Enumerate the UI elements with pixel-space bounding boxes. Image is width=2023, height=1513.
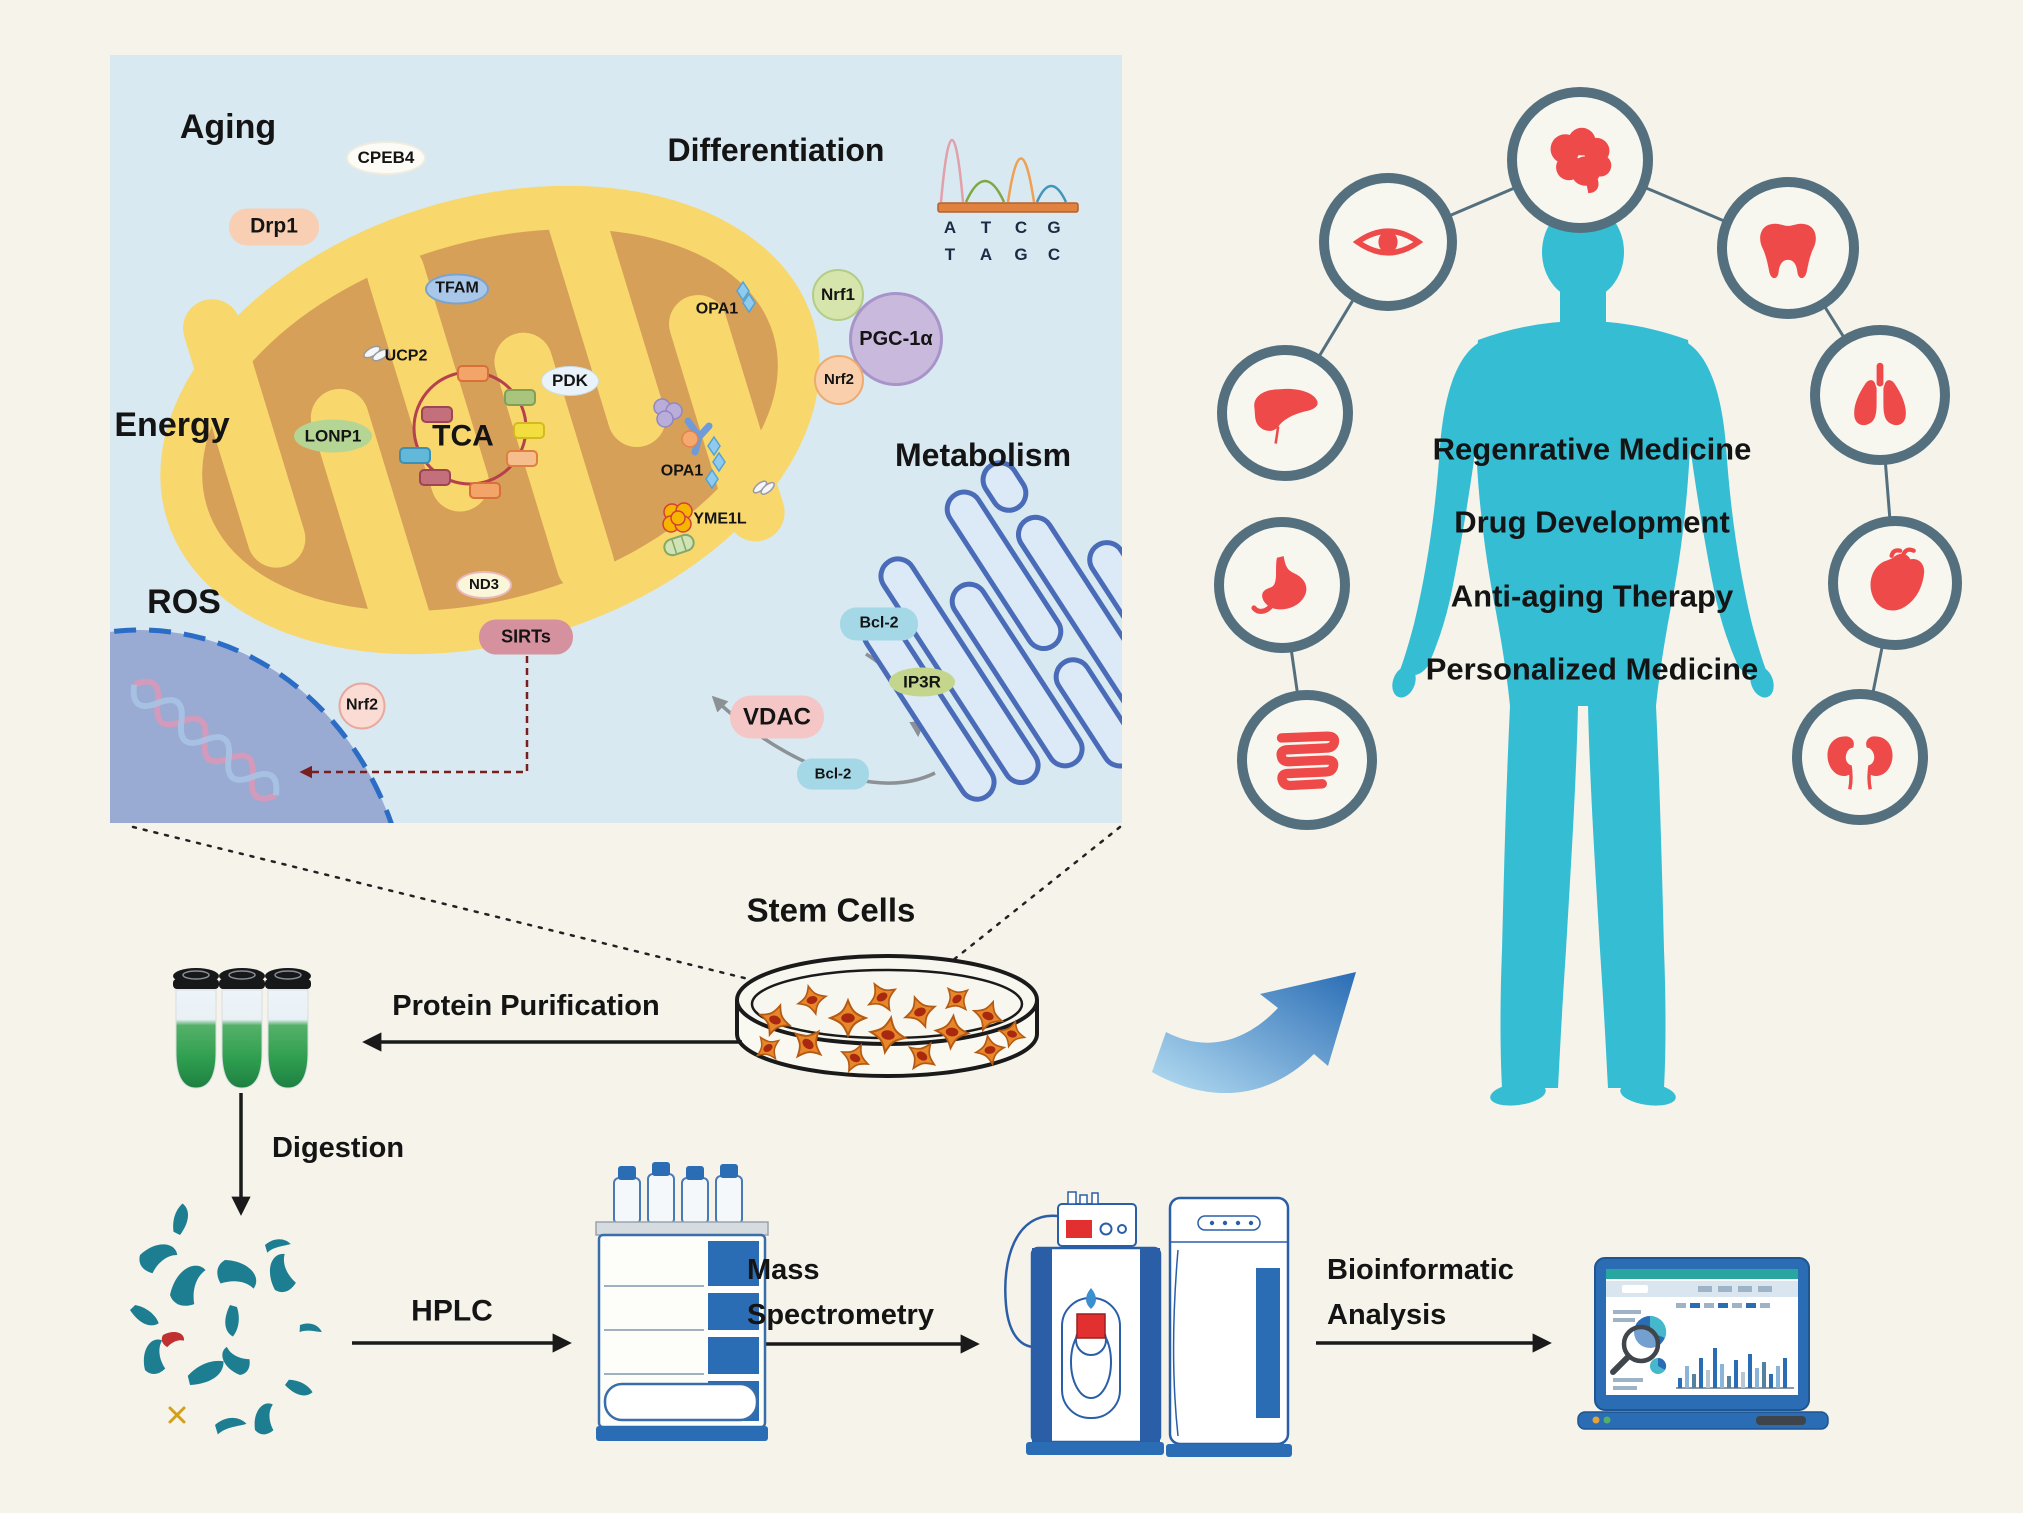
- mitochondrion: [160, 185, 820, 655]
- dna-helix-icon: [130, 678, 280, 802]
- brain-icon: [1550, 127, 1612, 194]
- energy-label: Energy: [114, 406, 230, 445]
- bioinformatic-analysis-label-line1: Bioinformatic: [1327, 1253, 1514, 1286]
- bcl2-er-badge: Bcl-2: [797, 758, 869, 790]
- bcl2-mam-badge: Bcl-2: [840, 607, 918, 641]
- nrf2-nucleus-badge: Nrf2: [338, 682, 386, 730]
- application-regenerative-medicine: Regenrative Medicine: [1432, 431, 1752, 467]
- analysis-laptop: [1577, 1257, 1829, 1430]
- ip3r-badge: IP3R: [889, 667, 955, 697]
- hplc-label: HPLC: [411, 1294, 493, 1328]
- ucp2-channel-icon: [363, 345, 390, 362]
- kidneys-icon: [1827, 736, 1893, 790]
- sequencing-chromatogram: [937, 138, 1079, 213]
- opa1-outer-label: OPA1: [695, 300, 739, 318]
- lungs-icon: [1854, 362, 1906, 426]
- protease-barrel-icon: [663, 533, 695, 557]
- yme1l-complex-icon: [662, 502, 693, 533]
- sirts-to-dna-arrow: [299, 656, 529, 779]
- lonp1-badge: LONP1: [294, 419, 372, 453]
- application-drug-development: Drug Development: [1454, 504, 1730, 540]
- tfam-badge: TFAM: [425, 273, 489, 305]
- bar-chart-icon: [1676, 1348, 1794, 1389]
- seq-base-t2: T: [944, 245, 956, 265]
- vdac-badge: VDAC: [730, 695, 824, 739]
- nucleus: [110, 627, 394, 823]
- mass-spectrometer: [1004, 1191, 1292, 1457]
- seq-base-a2: A: [979, 245, 993, 265]
- seq-base-c1: C: [1014, 218, 1028, 238]
- zoom-callout-lines: [131, 825, 1122, 1014]
- membrane-channel-icon: [752, 480, 775, 495]
- seq-base-g2: G: [1014, 245, 1028, 265]
- intestine-icon: [1276, 731, 1340, 791]
- aging-label: Aging: [179, 108, 277, 147]
- organ-circle-kidneys: [1792, 689, 1928, 825]
- pgc1a-badge: PGC-1α: [849, 292, 943, 386]
- mass-spectrometry-label-line1: Mass: [747, 1253, 820, 1286]
- workflow-to-application-arrow: [1152, 972, 1356, 1094]
- metabolism-label: Metabolism: [894, 437, 1072, 474]
- sample-tubes: [173, 968, 311, 1089]
- tooth-icon: [1760, 223, 1816, 279]
- seq-base-t1: T: [980, 218, 992, 238]
- yme1l-label: YME1L: [693, 510, 747, 528]
- mass-spectrometry-label-line2: Spectrometry: [747, 1298, 934, 1331]
- protein-purification-label: Protein Purification: [392, 989, 660, 1022]
- heart-icon: [1870, 547, 1925, 611]
- bioinformatic-analysis-label-line2: Analysis: [1327, 1298, 1447, 1331]
- seq-base-a1: A: [943, 218, 957, 238]
- drp1-badge: Drp1: [229, 208, 319, 246]
- seq-base-g1: G: [1047, 218, 1061, 238]
- cpeb4-badge: CPEB4: [346, 141, 426, 175]
- seq-base-c2: C: [1047, 245, 1061, 265]
- tca-cycle: [399, 365, 545, 499]
- opa1-diamonds-icon: [705, 280, 756, 490]
- pdk-badge: PDK: [541, 366, 599, 396]
- stomach-icon: [1251, 556, 1307, 614]
- nrf2-pgc-badge: Nrf2: [814, 355, 864, 405]
- differentiation-label: Differentiation: [667, 132, 885, 169]
- hplc-machine: [595, 1162, 769, 1441]
- application-personalized-medicine: Personalized Medicine: [1425, 651, 1759, 687]
- petri-dish: [735, 954, 1039, 1078]
- nd3-badge: ND3: [456, 571, 512, 599]
- digestion-label: Digestion: [271, 1131, 405, 1164]
- ucp2-label: UCP2: [384, 347, 428, 365]
- sirts-badge: SIRTs: [479, 619, 573, 655]
- peptide-fragments: [130, 1203, 322, 1435]
- tca-label: TCA: [432, 419, 494, 453]
- stem-cell-icons: [755, 981, 1027, 1074]
- magnifier-icon: [1621, 1324, 1661, 1364]
- stem-cells-label: Stem Cells: [746, 891, 916, 929]
- endoplasmic-reticulum: [861, 460, 1122, 802]
- ligand-icon: [681, 430, 699, 448]
- organ-icons: [1214, 87, 1962, 830]
- liver-icon: [1254, 388, 1318, 444]
- application-anti-aging-therapy: Anti-aging Therapy: [1450, 578, 1734, 614]
- opa1-inner-label: OPA1: [660, 462, 704, 480]
- mitochondrion-cristae: [183, 188, 785, 650]
- protein-cluster-icon: [653, 398, 683, 428]
- eye-icon: [1352, 228, 1424, 256]
- ros-label: ROS: [147, 583, 221, 622]
- organ-circle-lungs: [1810, 325, 1950, 465]
- nrf1-badge: Nrf1: [812, 269, 864, 321]
